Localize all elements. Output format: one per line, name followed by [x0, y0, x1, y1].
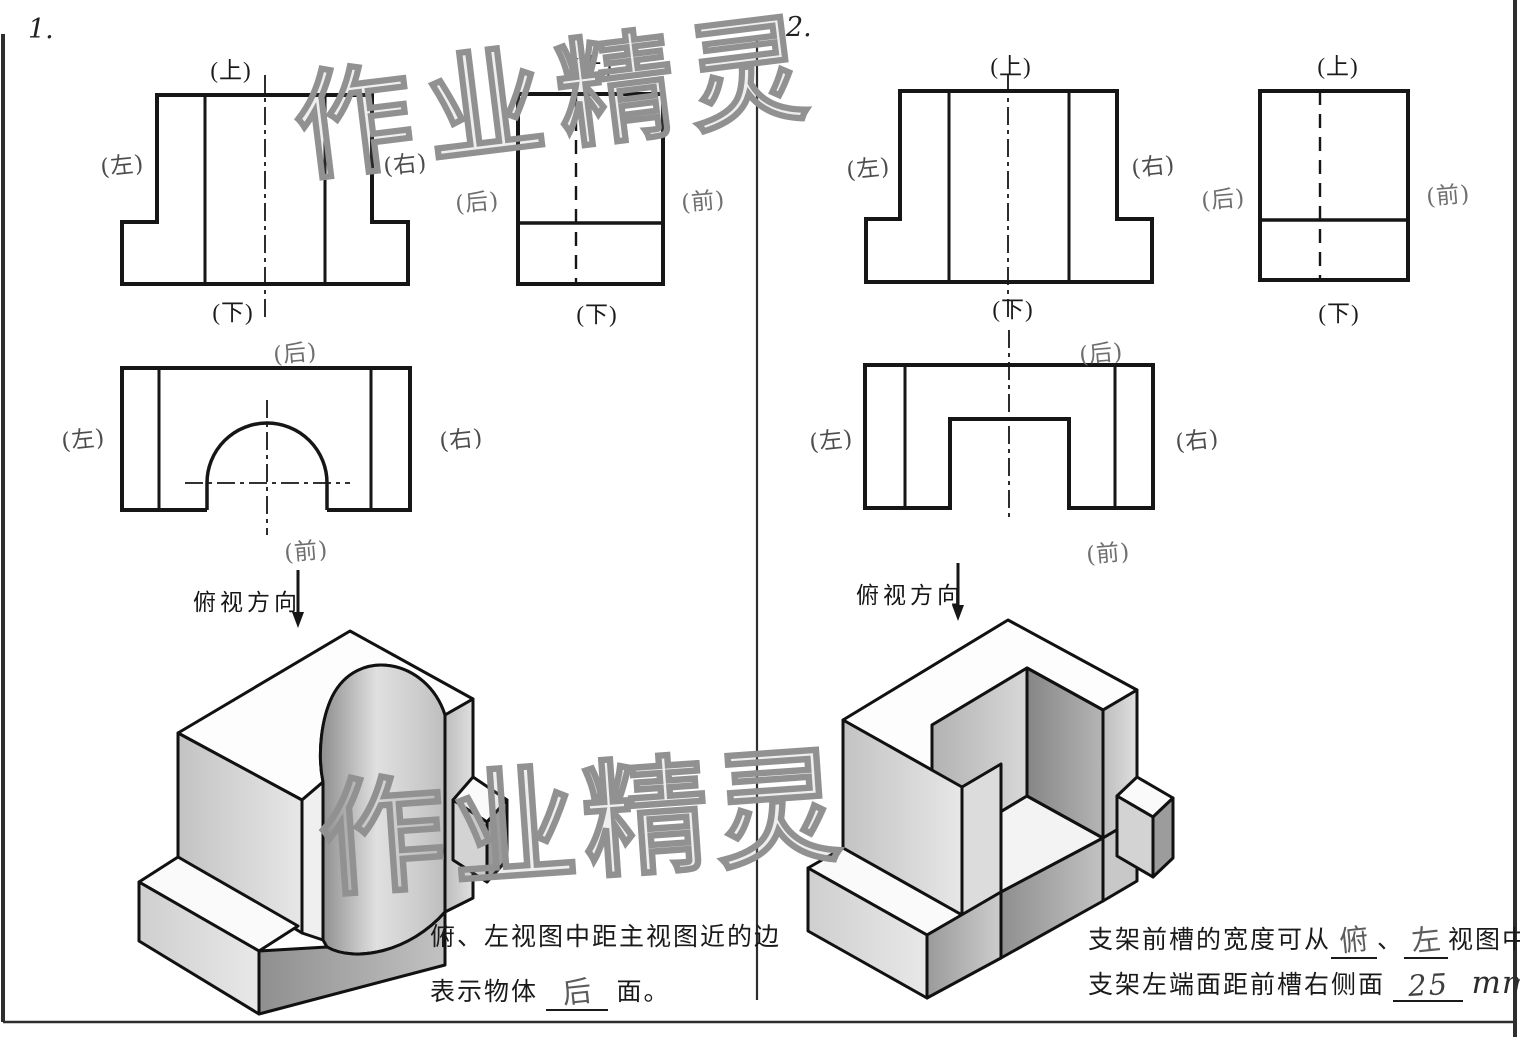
p2-handwritten-answer-1: 俯	[1337, 921, 1372, 959]
p1-side-label-right: (前)	[680, 187, 727, 217]
p1-answer-blank: 后	[546, 967, 609, 1011]
p1-top-label-top: (后)	[272, 339, 319, 369]
problem1-number: 1.	[28, 14, 54, 45]
p2-caption-line1-prefix: 支架前槽的宽度可从	[1088, 927, 1332, 954]
p2-side-label-top: (上)	[1317, 54, 1359, 79]
p1-caption-line2-suffix: 面。	[616, 979, 671, 1006]
p2-view-direction-arrow	[952, 563, 964, 621]
p2-top-label-bottom: (前)	[1085, 539, 1132, 569]
p2-front-label-bottom: (下)	[992, 297, 1034, 322]
p1-side-label-bottom: (下)	[576, 302, 618, 327]
p2-answer-blank-3: 25	[1393, 966, 1464, 1004]
p1-front-label-left: (左)	[99, 150, 146, 182]
p2-view-direction-label: 俯视方向	[856, 583, 964, 608]
p2-front-label-right: (右)	[1130, 151, 1177, 183]
p2-front-view-drawing	[864, 75, 1154, 320]
p2-side-label-bottom: (下)	[1318, 301, 1360, 326]
p1-side-label-left: (后)	[454, 188, 501, 218]
p1-caption-line2: 表示物体 后 面。	[430, 967, 671, 1011]
p2-top-label-right: (右)	[1174, 425, 1221, 457]
p1-isometric-drawing	[137, 629, 509, 1016]
p2-answer-blank-1: 俯	[1331, 915, 1378, 959]
p2-answer-blank-2: 左	[1404, 915, 1449, 959]
p2-isometric-drawing	[806, 618, 1175, 1000]
p1-view-direction-arrow	[292, 570, 304, 628]
p2-caption-line1-mid: 、	[1377, 927, 1405, 954]
p1-caption-line1: 俯、左视图中距主视图近的边	[430, 924, 782, 951]
p2-caption-unit: mm	[1471, 965, 1520, 1001]
p2-side-label-right: (前)	[1425, 181, 1472, 211]
p2-caption-line2-prefix: 支架左端面距前槽右侧面	[1088, 972, 1386, 999]
p1-top-label-right: (右)	[438, 424, 485, 456]
p1-top-label-bottom: (前)	[283, 537, 330, 567]
p2-caption-line1-suffix: 视图中量出；	[1448, 927, 1520, 954]
p1-side-label-top: (上)	[571, 54, 613, 79]
p1-view-direction-label: 俯视方向	[193, 590, 301, 615]
p2-side-label-left: (后)	[1200, 185, 1247, 215]
p2-front-label-left: (左)	[845, 153, 892, 185]
p1-side-view-drawing	[516, 92, 665, 286]
problem2-number: 2.	[786, 12, 812, 43]
p1-front-view-drawing	[120, 75, 410, 320]
p2-handwritten-answer-2: 左	[1409, 921, 1444, 959]
p2-side-view-drawing	[1258, 89, 1410, 282]
p1-caption-line2-prefix: 表示物体	[430, 979, 539, 1006]
p1-top-label-left: (左)	[60, 424, 107, 456]
p1-front-label-right: (右)	[382, 149, 429, 181]
p2-top-label-left: (左)	[808, 425, 855, 457]
p1-front-label-bottom: (下)	[212, 300, 254, 325]
p2-top-view-drawing	[863, 330, 1155, 520]
p1-top-view-drawing	[120, 366, 412, 535]
p2-caption-line2: 支架左端面距前槽右侧面 25 mm。	[1088, 965, 1520, 1004]
p1-handwritten-answer: 后	[560, 973, 595, 1011]
p1-front-label-top: (上)	[210, 58, 252, 83]
p2-handwritten-answer-3: 25	[1407, 966, 1450, 1004]
p2-top-label-top: (后)	[1078, 339, 1125, 369]
p2-front-label-top: (上)	[990, 54, 1032, 79]
